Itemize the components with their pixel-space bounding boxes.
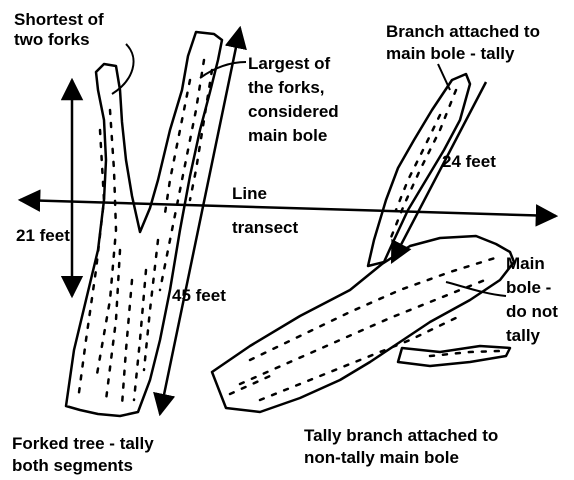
label-main-bole-line4: tally (506, 326, 540, 346)
label-largest-fork-line1: Largest of (248, 54, 330, 74)
label-21-feet: 21 feet (16, 226, 70, 246)
label-shortest-fork-line1: Shortest of (14, 10, 104, 30)
label-branch-attached-line2: main bole - tally (386, 44, 514, 64)
label-24-feet: 24 feet (442, 152, 496, 172)
leader-branch-attached (438, 64, 450, 90)
label-main-bole-line3: do not (506, 302, 558, 322)
caption-forked-tree-line1: Forked tree - tally (12, 434, 154, 454)
label-45-feet: 45 feet (172, 286, 226, 306)
label-branch-attached-line1: Branch attached to (386, 22, 540, 42)
caption-forked-tree-line2: both segments (12, 456, 133, 476)
label-largest-fork-line3: considered (248, 102, 339, 122)
label-transect: transect (232, 218, 298, 238)
transect-line (20, 200, 556, 216)
caption-tally-branch-line2: non-tally main bole (304, 448, 459, 468)
branched-log-drawing (212, 74, 514, 412)
label-largest-fork-line4: main bole (248, 126, 327, 146)
label-main-bole-line1: Main (506, 254, 545, 274)
label-largest-fork-line2: the forks, (248, 78, 325, 98)
caption-tally-branch-line1: Tally branch attached to (304, 426, 498, 446)
label-shortest-fork-line2: two forks (14, 30, 90, 50)
label-main-bole-line2: bole - (506, 278, 551, 298)
label-line: Line (232, 184, 267, 204)
